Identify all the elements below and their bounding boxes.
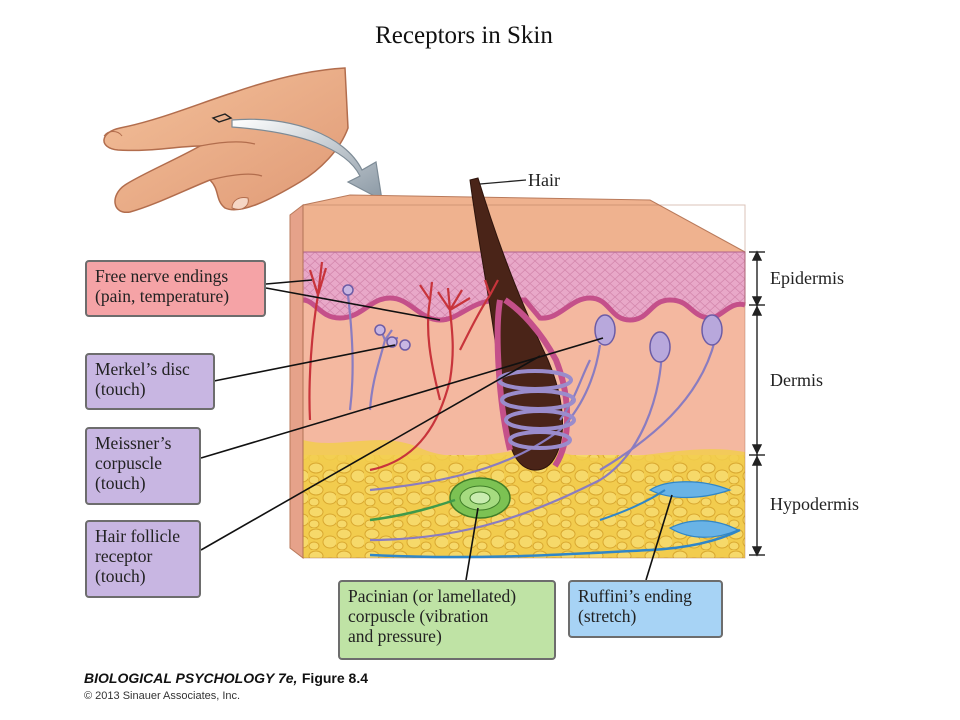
page-title: Receptors in Skin [375, 22, 553, 49]
callout-meissners-corpuscle: Meissner’s corpuscle (touch) [85, 427, 201, 505]
layer-brackets [749, 250, 765, 557]
credit-figure-number: Figure 8.4 [301, 670, 369, 686]
leader-lines [200, 279, 673, 581]
callout-free-nerve-endings: Free nerve endings (pain, temperature) [85, 260, 266, 317]
hand-illustration [103, 67, 349, 213]
callout-ruffinis-ending: Ruffini’s ending (stretch) [568, 580, 723, 638]
callout-merkels-disc: Merkel’s disc (touch) [85, 353, 215, 410]
label-hair: Hair [528, 170, 560, 190]
callout-meissner-line-1: Meissner’s [95, 433, 172, 453]
follicle-receptor-coils [497, 369, 576, 450]
callout-ruffini-line-1: Ruffini’s ending [578, 586, 692, 606]
callout-pacinian-line-1: Pacinian (or lamellated) [348, 586, 517, 606]
callout-hair-follicle-line-1: Hair follicle [95, 526, 181, 546]
purple-nerves [346, 294, 717, 542]
free-nerve-endings [308, 261, 499, 472]
credit-book-title: BIOLOGICAL PSYCHOLOGY 7e, [84, 670, 298, 686]
callout-hair-follicle-receptor: Hair follicle receptor (touch) [85, 520, 201, 598]
pacinian-corpuscle [369, 477, 511, 522]
callout-free-nerve-line-2: (pain, temperature) [95, 286, 230, 306]
callout-pacinian-line-2: corpuscle (vibration [348, 606, 489, 626]
ruffini-endings [369, 481, 741, 559]
meissner-corpuscles [594, 314, 723, 363]
curved-arrow [231, 118, 383, 202]
callout-merkel-line-1: Merkel’s disc [95, 359, 190, 379]
credit-copyright: © 2013 Sinauer Associates, Inc. [84, 690, 241, 702]
callout-meissner-line-3: (touch) [95, 473, 146, 493]
label-hypodermis: Hypodermis [770, 494, 859, 514]
callout-merkel-line-2: (touch) [95, 379, 146, 399]
callout-ruffini-line-2: (stretch) [578, 606, 637, 626]
callout-free-nerve-line-1: Free nerve endings [95, 266, 229, 286]
callout-pacinian-corpuscle: Pacinian (or lamellated) corpuscle (vibr… [338, 580, 556, 660]
label-dermis: Dermis [770, 370, 823, 390]
figure-credit: BIOLOGICAL PSYCHOLOGY 7e, Figure 8.4 © 2… [84, 670, 368, 702]
label-epidermis: Epidermis [770, 268, 844, 288]
callout-meissner-line-2: corpuscle [95, 453, 163, 473]
callout-pacinian-line-3: and pressure) [348, 626, 442, 646]
hair-follicle [469, 177, 571, 471]
callout-hair-follicle-line-2: receptor [95, 546, 153, 566]
merkel-discs [342, 284, 411, 351]
callout-hair-follicle-line-3: (touch) [95, 566, 146, 586]
